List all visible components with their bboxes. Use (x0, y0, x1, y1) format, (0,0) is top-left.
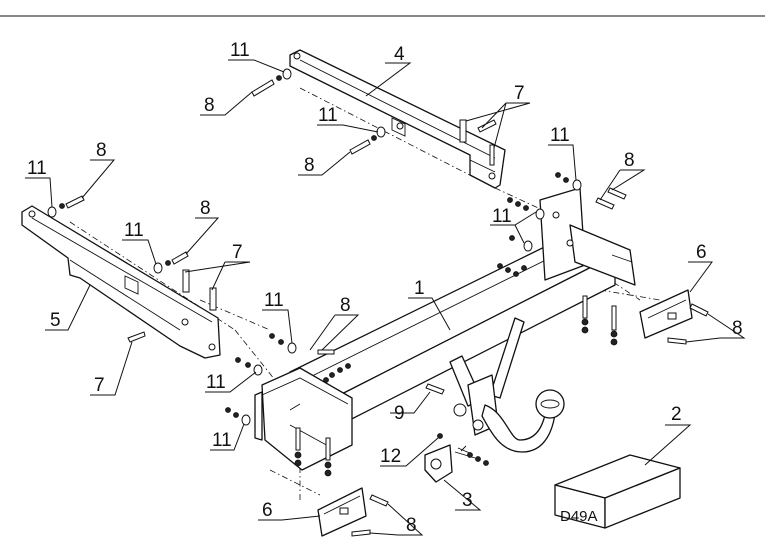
socket-bracket-3 (424, 444, 476, 483)
callout-part-7-top: 7 (514, 83, 525, 104)
fasteners (47, 68, 709, 537)
callout-part-5: 5 (50, 310, 61, 331)
callout-part-6-lower: 6 (262, 500, 273, 521)
callout-part-11-e: 11 (27, 158, 47, 179)
callout-part-11-f: 11 (124, 220, 144, 241)
callout-part-7-left: 7 (232, 242, 243, 263)
mounting-plate-6-right (639, 289, 693, 339)
callout-part-7-bottom: 7 (94, 375, 105, 396)
callout-part-8-h: 8 (406, 515, 417, 536)
callout-part-3: 3 (462, 490, 473, 511)
callout-part-4: 4 (394, 44, 405, 65)
callout-part-8-a: 8 (204, 95, 215, 116)
mounting-plate-6-lower (317, 487, 367, 537)
wiring-kit-box-2: D49A (554, 454, 681, 529)
callout-part-11-h: 11 (206, 372, 226, 393)
callout-part-11-a: 11 (230, 40, 250, 61)
callout-part-8-d: 8 (96, 140, 107, 161)
callout-part-8-b: 8 (304, 155, 315, 176)
callout-part-11-d: 11 (492, 206, 512, 227)
callout-part-11-c: 11 (550, 125, 570, 146)
side-bracket-5 (21, 205, 221, 359)
callout-part-11-b: 11 (318, 105, 338, 126)
callout-part-11-g: 11 (264, 290, 284, 311)
callout-part-8-f: 8 (340, 295, 351, 316)
callout-leaders (25, 59, 746, 536)
callout-labels: 4 1 2 3 5 6 6 7 7 7 8 8 8 8 8 8 8 8 9 11… (27, 40, 743, 536)
tow-neck-assembly (449, 317, 565, 453)
callout-part-8-g: 8 (732, 318, 743, 339)
callout-part-11-i: 11 (212, 430, 232, 451)
callout-part-2: 2 (671, 404, 682, 425)
main-crossbeam-1 (254, 187, 636, 471)
callout-part-12: 12 (380, 446, 401, 467)
callout-part-8-c: 8 (624, 150, 635, 171)
callout-part-9: 9 (394, 403, 405, 424)
side-bracket-4 (289, 49, 506, 189)
box-code-label: D49A (560, 508, 598, 525)
callout-part-8-e: 8 (200, 198, 211, 219)
callout-part-1: 1 (414, 278, 425, 299)
callout-part-6-right: 6 (696, 242, 707, 263)
